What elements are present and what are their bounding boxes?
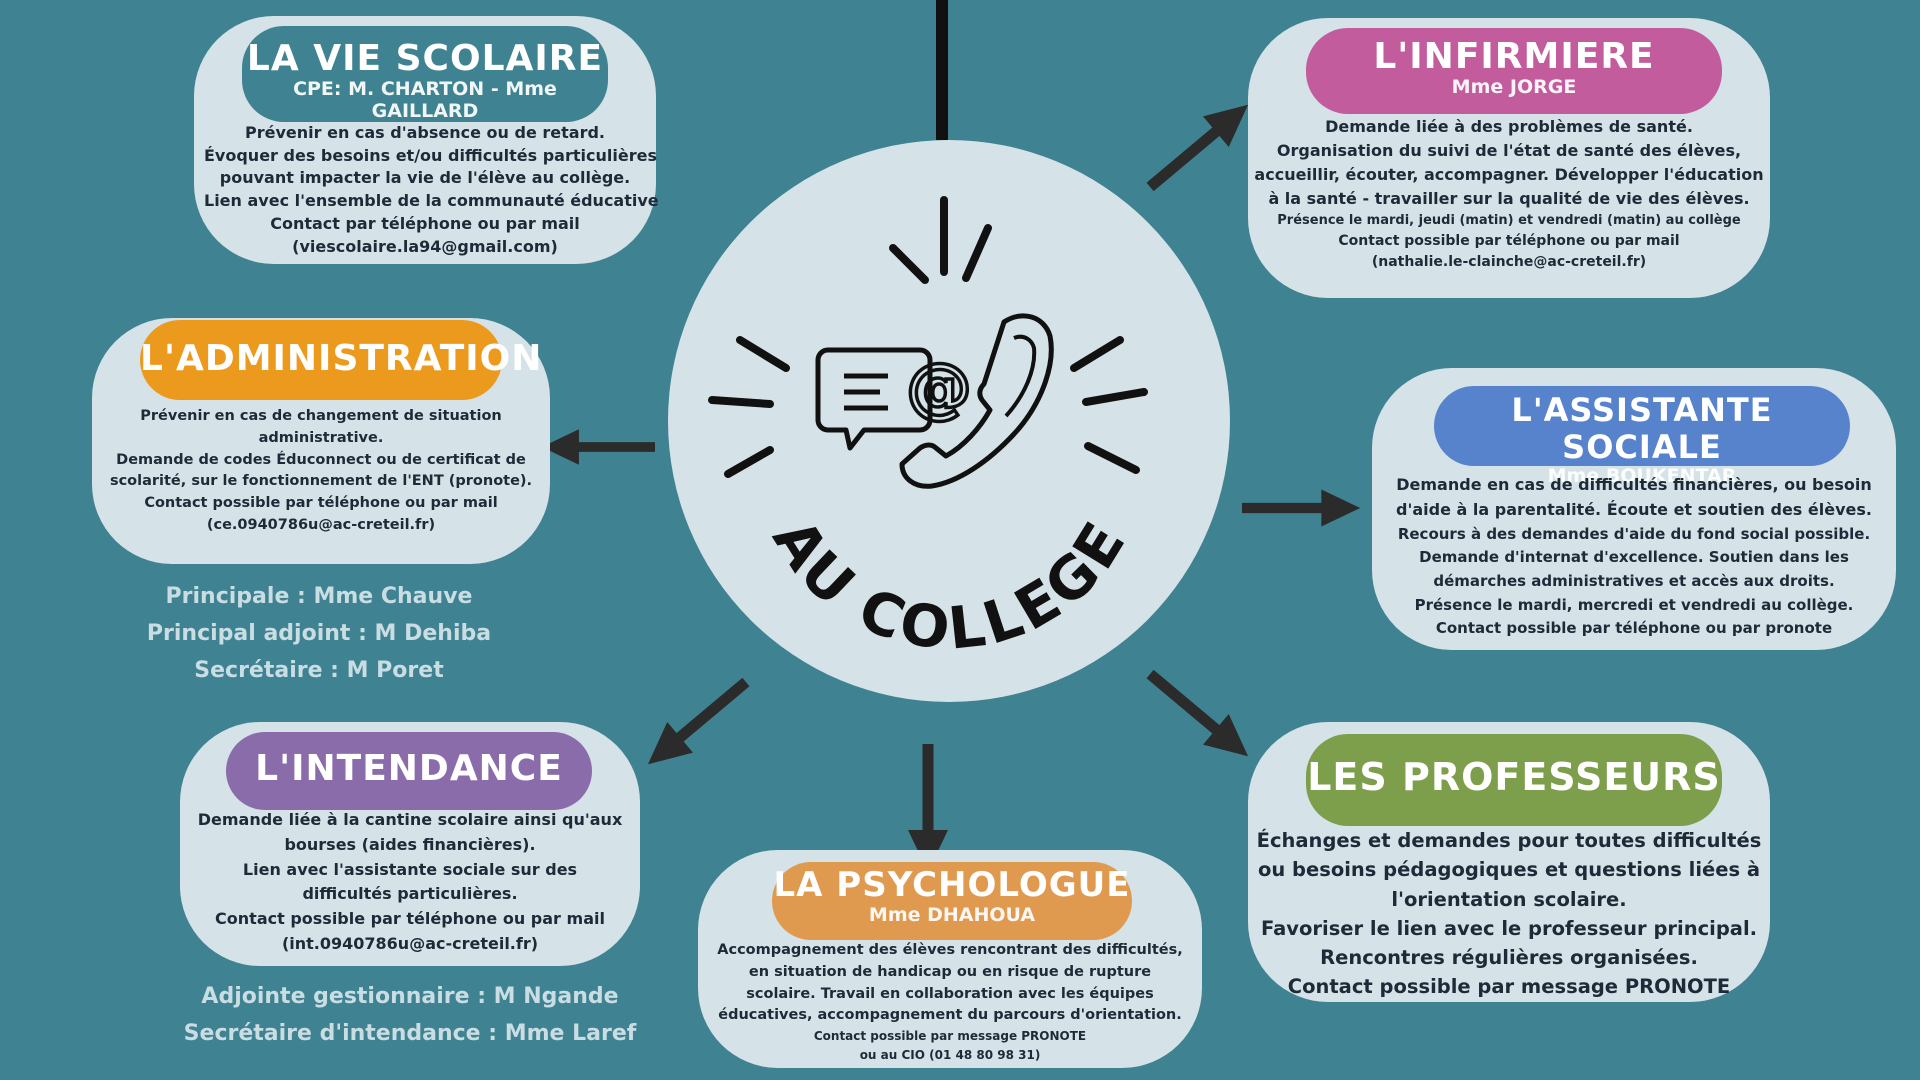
email-icon: @ — [906, 349, 972, 426]
text-line: Demande de codes Éduconnect ou de certif… — [116, 451, 526, 468]
text-line: Organisation du suivi de l'état de santé… — [1276, 141, 1742, 160]
arrow-to-administration — [541, 429, 655, 465]
administration-title: L'ADMINISTRATION — [140, 338, 543, 379]
card-assistante-sociale: L'ASSISTANTE SOCIALE Mme BOUKENTAR Deman… — [1372, 368, 1896, 650]
text-line: Contact possible par message PRONOTE — [1287, 975, 1731, 999]
vie-scolaire-subtitle: CPE: M. CHARTON - Mme GAILLARD — [293, 78, 557, 123]
psychologue-body: Accompagnement des élèves rencontrant de… — [704, 940, 1196, 1064]
card-intendance: L'INTENDANCE Demande liée à la cantine s… — [180, 722, 640, 966]
text-line: Présence le mardi, mercredi et vendredi … — [1414, 595, 1854, 614]
email-link[interactable]: (ce.0940786u@ac-creteil.fr) — [206, 516, 436, 533]
card-infirmiere: L'INFIRMIERE Mme JORGE Demande liée à de… — [1248, 18, 1770, 298]
text-line: Demande d'internat d'excellence. Soutien… — [1419, 548, 1849, 567]
text-line: Contact possible par téléphone ou par pr… — [1435, 619, 1833, 638]
text-line: Demande en cas de difficultés financière… — [1396, 475, 1872, 494]
chat-bubble-icon — [815, 347, 933, 451]
assistante-sociale-title: L'ASSISTANTE SOCIALE — [1511, 391, 1773, 466]
arrow-to-assistante-sociale — [1242, 489, 1361, 527]
staff-line: Adjointe gestionnaire : M Ngande — [201, 984, 619, 1009]
text-line: à la santé - travailler sur la qualité d… — [1268, 189, 1750, 208]
text-line: d'aide à la parentalité. Écoute et souti… — [1396, 500, 1872, 520]
text-line: bourses (aides financières). — [284, 834, 536, 854]
vie-scolaire-title: LA VIE SCOLAIRE — [246, 38, 604, 79]
text-line: Prévenir en cas de changement de situati… — [140, 408, 502, 424]
text-line: difficultés particulières. — [302, 884, 518, 904]
psychologue-title-pill: LA PSYCHOLOGUE Mme DHAHOUA — [772, 862, 1132, 940]
staff-line: Secrétaire d'intendance : Mme Laref — [183, 1021, 637, 1046]
text-line: Lien avec l'ensemble de la communauté éd… — [204, 191, 659, 211]
infirmiere-subtitle: Mme JORGE — [1451, 76, 1577, 99]
assistante-sociale-subtitle: Mme BOUKENTAR — [1547, 464, 1737, 487]
professeurs-title-pill: LES PROFESSEURS — [1306, 734, 1722, 826]
administration-title-pill: L'ADMINISTRATION — [140, 320, 543, 400]
center-label: AU COLLEGE — [760, 507, 1141, 663]
phone-number[interactable]: ou au CIO (01 48 80 98 31) — [859, 1048, 1041, 1063]
arrow-to-professeurs — [1146, 669, 1249, 757]
email-link[interactable]: (viescolaire.la94@gmail.com) — [292, 236, 558, 256]
infirmiere-title-pill: L'INFIRMIERE Mme JORGE — [1306, 28, 1722, 114]
vie-scolaire-title-pill: LA VIE SCOLAIRE CPE: M. CHARTON - Mme GA… — [242, 26, 608, 122]
staff-line: Principale : Mme Chauve — [165, 584, 473, 609]
intendance-title-pill: L'INTENDANCE — [226, 732, 592, 810]
center-label-text: AU COLLEGE — [760, 507, 1137, 663]
vie-scolaire-body: Prévenir en cas d'absence ou de retard. … — [204, 122, 659, 258]
professeurs-title: LES PROFESSEURS — [1307, 755, 1721, 799]
intendance-body: Demande liée à la cantine scolaire ainsi… — [186, 808, 634, 957]
email-link[interactable]: (nathalie.le-clainche@ac-creteil.fr) — [1371, 253, 1647, 270]
burst-rays — [708, 196, 1148, 478]
psychologue-subtitle: Mme DHAHOUA — [868, 904, 1036, 927]
intendance-title: L'INTENDANCE — [255, 748, 563, 789]
text-line: Évoquer des besoins et/ou difficultés pa… — [204, 145, 657, 165]
staff-line: Secrétaire : M Poret — [194, 658, 444, 683]
text-line: Lien avec l'assistante sociale sur des — [242, 859, 578, 879]
intendance-staff: Adjointe gestionnaire : M Ngande Secréta… — [180, 978, 640, 1052]
assistante-sociale-body: Demande en cas de difficultés financière… — [1378, 472, 1890, 641]
assistante-sociale-title-pill: L'ASSISTANTE SOCIALE Mme BOUKENTAR — [1434, 386, 1850, 486]
staff-line: Principal adjoint : M Dehiba — [146, 621, 492, 646]
email-link[interactable]: (int.0940786u@ac-creteil.fr) — [281, 933, 539, 953]
text-line: Contact possible par téléphone ou par ma… — [1338, 232, 1680, 249]
text-line: Contact possible par téléphone ou par ma… — [215, 909, 605, 929]
text-line: éducatives, accompagnement du parcours d… — [718, 1007, 1182, 1024]
card-administration: L'ADMINISTRATION Prévenir en cas de chan… — [92, 318, 550, 564]
text-line: Rencontres régulières organisées. — [1320, 946, 1698, 969]
phone-handset-inner — [1004, 334, 1037, 418]
top-connector-line — [936, 0, 948, 140]
text-line: Demande liée à des problèmes de santé. — [1325, 117, 1693, 136]
text-line: Contact possible par message PRONOTE — [813, 1029, 1087, 1043]
center-circle: @ AU COLLEGE — [668, 140, 1230, 702]
text-line: accueillir, écouter, accompagner. Dévelo… — [1254, 165, 1764, 184]
text-line: scolarité, sur le fonctionnement de l'EN… — [109, 473, 533, 490]
card-psychologue: LA PSYCHOLOGUE Mme DHAHOUA Accompagnemen… — [698, 850, 1202, 1068]
text-line: démarches administratives et accès aux d… — [1433, 571, 1835, 590]
text-line: Demande liée à la cantine scolaire ainsi… — [197, 810, 623, 829]
text-line: Favoriser le lien avec le professeur pri… — [1260, 916, 1758, 940]
text-line: l'orientation scolaire. — [1391, 887, 1627, 911]
text-line: scolaire. Travail en collaboration avec … — [746, 985, 1154, 1002]
arrow-to-intendance — [647, 677, 750, 765]
center-graphic: @ AU COLLEGE — [708, 196, 1148, 664]
infirmiere-title: L'INFIRMIERE — [1373, 36, 1655, 77]
psychologue-title: LA PSYCHOLOGUE — [773, 865, 1131, 905]
text-line: Prévenir en cas d'absence ou de retard. — [245, 123, 605, 142]
text-line: pouvant impacter la vie de l'élève au co… — [219, 168, 631, 188]
administration-body: Prévenir en cas de changement de situati… — [98, 406, 544, 537]
text-line: administrative. — [258, 429, 384, 446]
text-line: Contact possible par téléphone ou par ma… — [144, 495, 498, 511]
text-line: Recours à des demandes d'aide du fond so… — [1397, 524, 1871, 543]
text-line: Échanges et demandes pour toutes difficu… — [1256, 829, 1762, 852]
text-line: Accompagnement des élèves rencontrant de… — [717, 942, 1183, 958]
infirmiere-body: Demande liée à des problèmes de santé. O… — [1254, 115, 1764, 273]
text-line: ou besoins pédagogiques et questions lié… — [1257, 858, 1761, 882]
administration-staff: Principale : Mme Chauve Principal adjoin… — [124, 578, 514, 689]
text-line: en situation de handicap ou en risque de… — [748, 963, 1152, 980]
card-vie-scolaire: LA VIE SCOLAIRE CPE: M. CHARTON - Mme GA… — [194, 16, 659, 264]
arrow-to-infirmiere — [1146, 104, 1249, 192]
text-line: Contact par téléphone ou par mail — [270, 213, 580, 233]
phone-icon — [899, 313, 1054, 489]
card-professeurs: LES PROFESSEURS Échanges et demandes pou… — [1248, 722, 1770, 1002]
text-line: Présence le mardi, jeudi (matin) et vend… — [1277, 213, 1741, 228]
professeurs-body: Échanges et demandes pour toutes difficu… — [1254, 826, 1764, 1002]
